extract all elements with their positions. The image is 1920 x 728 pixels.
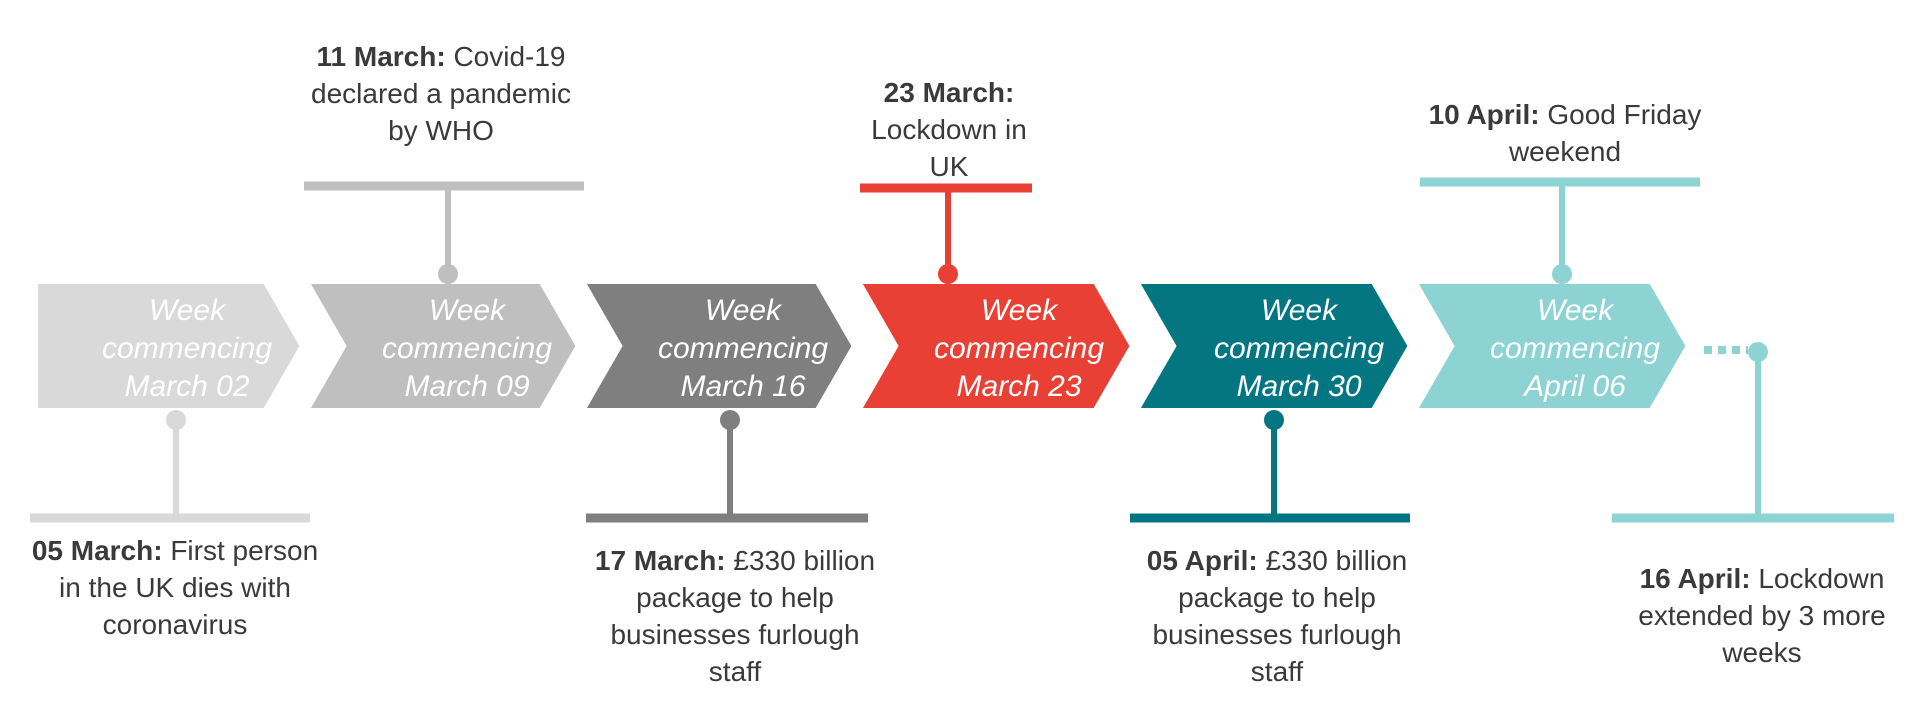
- event-date: 05 April:: [1146, 545, 1258, 576]
- event-text: Covid-19 declared a pandemic by WHO: [311, 41, 571, 146]
- event-10-april: 10 April: Good Friday weekend: [1420, 96, 1710, 170]
- event-16-april: 16 April: Lockdown extended by 3 more we…: [1612, 560, 1912, 671]
- event-11-march: 11 March: Covid-19 declared a pandemic b…: [296, 38, 586, 149]
- event-text: Lockdown in UK: [871, 114, 1027, 182]
- event-date: 17 March:: [594, 545, 726, 576]
- event-date: 23 March:: [883, 77, 1015, 108]
- week-chevron: [573, 276, 861, 416]
- connector-dot: [438, 264, 458, 284]
- event-text: £330 billion package to help businesses …: [610, 545, 876, 687]
- week-chevron: [30, 276, 309, 416]
- week-label-march-23: Week commencing March 23: [933, 294, 1105, 403]
- connector-dot: [1264, 410, 1284, 430]
- week-label-march-09: Week commencing March 09: [381, 294, 553, 403]
- event-17-march: 17 March: £330 billion package to help b…: [590, 542, 880, 690]
- event-date: 10 April:: [1428, 99, 1540, 130]
- event-date: 16 April:: [1639, 563, 1751, 594]
- week-label-march-30: Week commencing March 30: [1213, 294, 1385, 403]
- event-05-march: 05 March: First person in the UK dies wi…: [30, 532, 320, 643]
- week-chevron: [297, 276, 585, 416]
- week-label-march-02: Week commencing March 02: [101, 294, 273, 403]
- week-chevron: [849, 276, 1139, 416]
- event-text: Lockdown extended by 3 more weeks: [1638, 563, 1886, 668]
- connector-dot: [1748, 342, 1768, 362]
- event-text: £330 billion package to help businesses …: [1152, 545, 1408, 687]
- connector-dot: [938, 264, 958, 284]
- week-chevron: [1405, 276, 1695, 416]
- week-label-march-16: Week commencing March 16: [657, 294, 829, 403]
- connector-dot: [1552, 264, 1572, 284]
- week-chevron: [1127, 276, 1417, 416]
- connector-dot: [166, 410, 186, 430]
- event-05-april: 05 April: £330 billion package to help b…: [1132, 542, 1422, 690]
- event-date: 05 March:: [31, 535, 163, 566]
- event-23-march: 23 March: Lockdown in UK: [854, 74, 1044, 185]
- event-date: 11 March:: [316, 41, 446, 72]
- connector-dot: [720, 410, 740, 430]
- event-text: Good Friday weekend: [1508, 99, 1702, 167]
- event-text: First person in the UK dies with coronav…: [59, 535, 319, 640]
- week-label-april-06: Week commencing April 06: [1489, 294, 1661, 403]
